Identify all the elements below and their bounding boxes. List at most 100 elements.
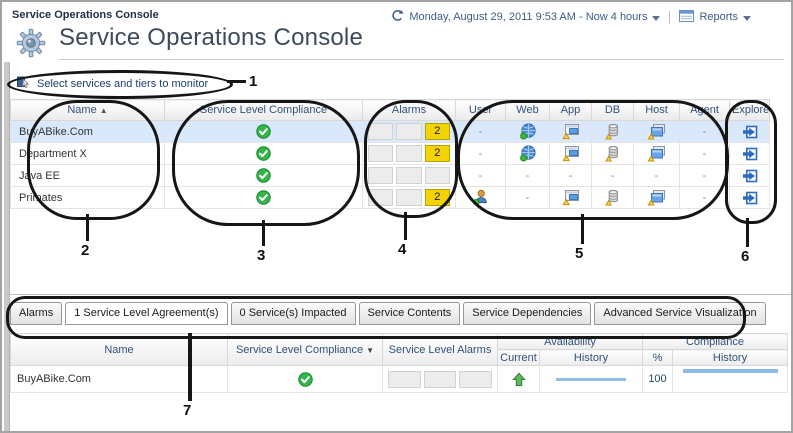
up-arrow-icon (511, 372, 526, 386)
time-range-dropdown-arrow-icon[interactable] (652, 15, 661, 21)
column-group-compliance: Compliance (642, 333, 788, 350)
explore-cell (729, 120, 770, 143)
user-tier-cell: - (455, 164, 506, 187)
explore-icon[interactable] (742, 169, 758, 182)
tab-alarms[interactable]: Alarms (10, 302, 63, 325)
db-warning-icon[interactable] (604, 145, 621, 162)
app-warning-icon[interactable] (561, 190, 580, 206)
reports-dropdown-arrow-icon[interactable] (743, 15, 751, 21)
agent-tier-cell: - (679, 186, 730, 209)
column-header-db[interactable]: DB (591, 99, 634, 121)
compliance-cell (227, 365, 383, 393)
service-row[interactable]: Java EE------ (10, 164, 770, 187)
availability-current-cell (497, 365, 540, 393)
host-warning-icon[interactable] (647, 124, 666, 140)
tab-1-service-level-agreement-s[interactable]: 1 Service Level Agreement(s) (65, 302, 228, 325)
column-header-percent[interactable]: % (642, 349, 673, 366)
agent-tier-cell: - (679, 164, 730, 187)
column-header-explore[interactable]: Explore (729, 99, 770, 121)
explore-icon[interactable] (742, 125, 758, 138)
column-header-current[interactable]: Current (497, 349, 540, 366)
explore-cell (729, 164, 770, 187)
tab-advanced-service-visualization[interactable]: Advanced Service Visualization (594, 302, 766, 325)
alarms-cell (362, 164, 456, 187)
column-header-availability-history[interactable]: History (539, 349, 643, 366)
compliance-cell (164, 186, 363, 209)
host-tier-cell (633, 186, 680, 209)
explore-icon[interactable] (742, 191, 758, 204)
db-warning-icon[interactable] (604, 123, 621, 140)
alarm-count-box (388, 370, 421, 388)
alarm-count-box (368, 167, 394, 184)
column-header-compliance-history[interactable]: History (672, 349, 788, 366)
callout-3-number: 3 (257, 247, 266, 264)
column-header-agent[interactable]: Agent (679, 99, 730, 121)
tab-0-service-s-impacted[interactable]: 0 Service(s) Impacted (230, 302, 356, 325)
callout-5-line (581, 214, 584, 244)
section-divider (5, 294, 791, 295)
alarm-count-box (396, 145, 422, 162)
service-name-cell: BuyABike.Com (10, 365, 228, 393)
select-services-link[interactable]: Select services and tiers to monitor (17, 76, 208, 92)
tab-service-dependencies[interactable]: Service Dependencies (463, 302, 592, 325)
column-header-label: Service Level Compliance (235, 343, 364, 356)
host-tier-cell: - (633, 164, 680, 187)
no-data-dash: - (654, 169, 659, 182)
time-range-selector[interactable]: Monday, August 29, 2011 9:53 AM - Now 4 … (409, 11, 648, 23)
sort-descending-icon: ▼ (366, 345, 375, 355)
service-name-cell: Department X (10, 142, 165, 165)
user-tier-cell: - (455, 120, 506, 143)
alarm-count-box[interactable]: 2 (424, 123, 450, 140)
callout-3-line (262, 220, 265, 246)
column-header-user[interactable]: User (455, 99, 506, 121)
alarm-count-box[interactable]: 2 (424, 189, 450, 206)
globe-icon[interactable] (519, 123, 537, 140)
time-range-icon (390, 9, 404, 25)
column-header-service-level-alarms[interactable]: Service Level Alarms (382, 333, 498, 366)
reports-button[interactable]: Reports (699, 11, 738, 23)
title-divider (59, 59, 784, 60)
host-tier-cell (633, 142, 680, 165)
host-tier-cell (633, 120, 680, 143)
alarms-cell: 2 (362, 142, 456, 165)
host-warning-icon[interactable] (647, 146, 666, 162)
column-header-app[interactable]: App (549, 99, 592, 121)
alarms-cell: 2 (362, 186, 456, 209)
explore-icon[interactable] (742, 147, 758, 160)
explore-cell (729, 142, 770, 165)
left-pane-splitter[interactable] (4, 62, 10, 431)
column-header-service-level-compliance[interactable]: Service Level Compliance▼ (227, 333, 383, 366)
column-header-alarms[interactable]: Alarms (362, 99, 456, 121)
column-header-service-level-compliance[interactable]: Service Level Compliance (164, 99, 363, 121)
no-data-dash: - (702, 191, 707, 204)
app-warning-icon[interactable] (561, 124, 580, 140)
column-header-name[interactable]: Name▲ (10, 99, 165, 121)
tab-service-contents[interactable]: Service Contents (358, 302, 461, 325)
alarm-count-box[interactable]: 2 (424, 145, 450, 162)
column-header-host[interactable]: Host (633, 99, 680, 121)
callout-1-number: 1 (249, 73, 258, 90)
callout-6-number: 6 (741, 248, 750, 265)
callout-2-line (86, 214, 89, 241)
column-header-name[interactable]: Name (10, 333, 228, 366)
toolbar: Monday, August 29, 2011 9:53 AM - Now 4 … (390, 9, 751, 25)
sla-table-container: Name Service Level Compliance▼ Service L… (10, 333, 788, 393)
app-tier-cell (549, 120, 592, 143)
compliance-cell (164, 142, 363, 165)
globe-icon[interactable] (519, 145, 537, 162)
service-name-cell: BuyABike.Com (10, 120, 165, 143)
host-warning-icon[interactable] (647, 190, 666, 206)
agent-tier-cell: - (679, 142, 730, 165)
column-header-web[interactable]: Web (505, 99, 550, 121)
user-icon[interactable] (472, 189, 489, 206)
db-warning-icon[interactable] (604, 189, 621, 206)
app-warning-icon[interactable] (561, 146, 580, 162)
check-icon (256, 146, 271, 161)
